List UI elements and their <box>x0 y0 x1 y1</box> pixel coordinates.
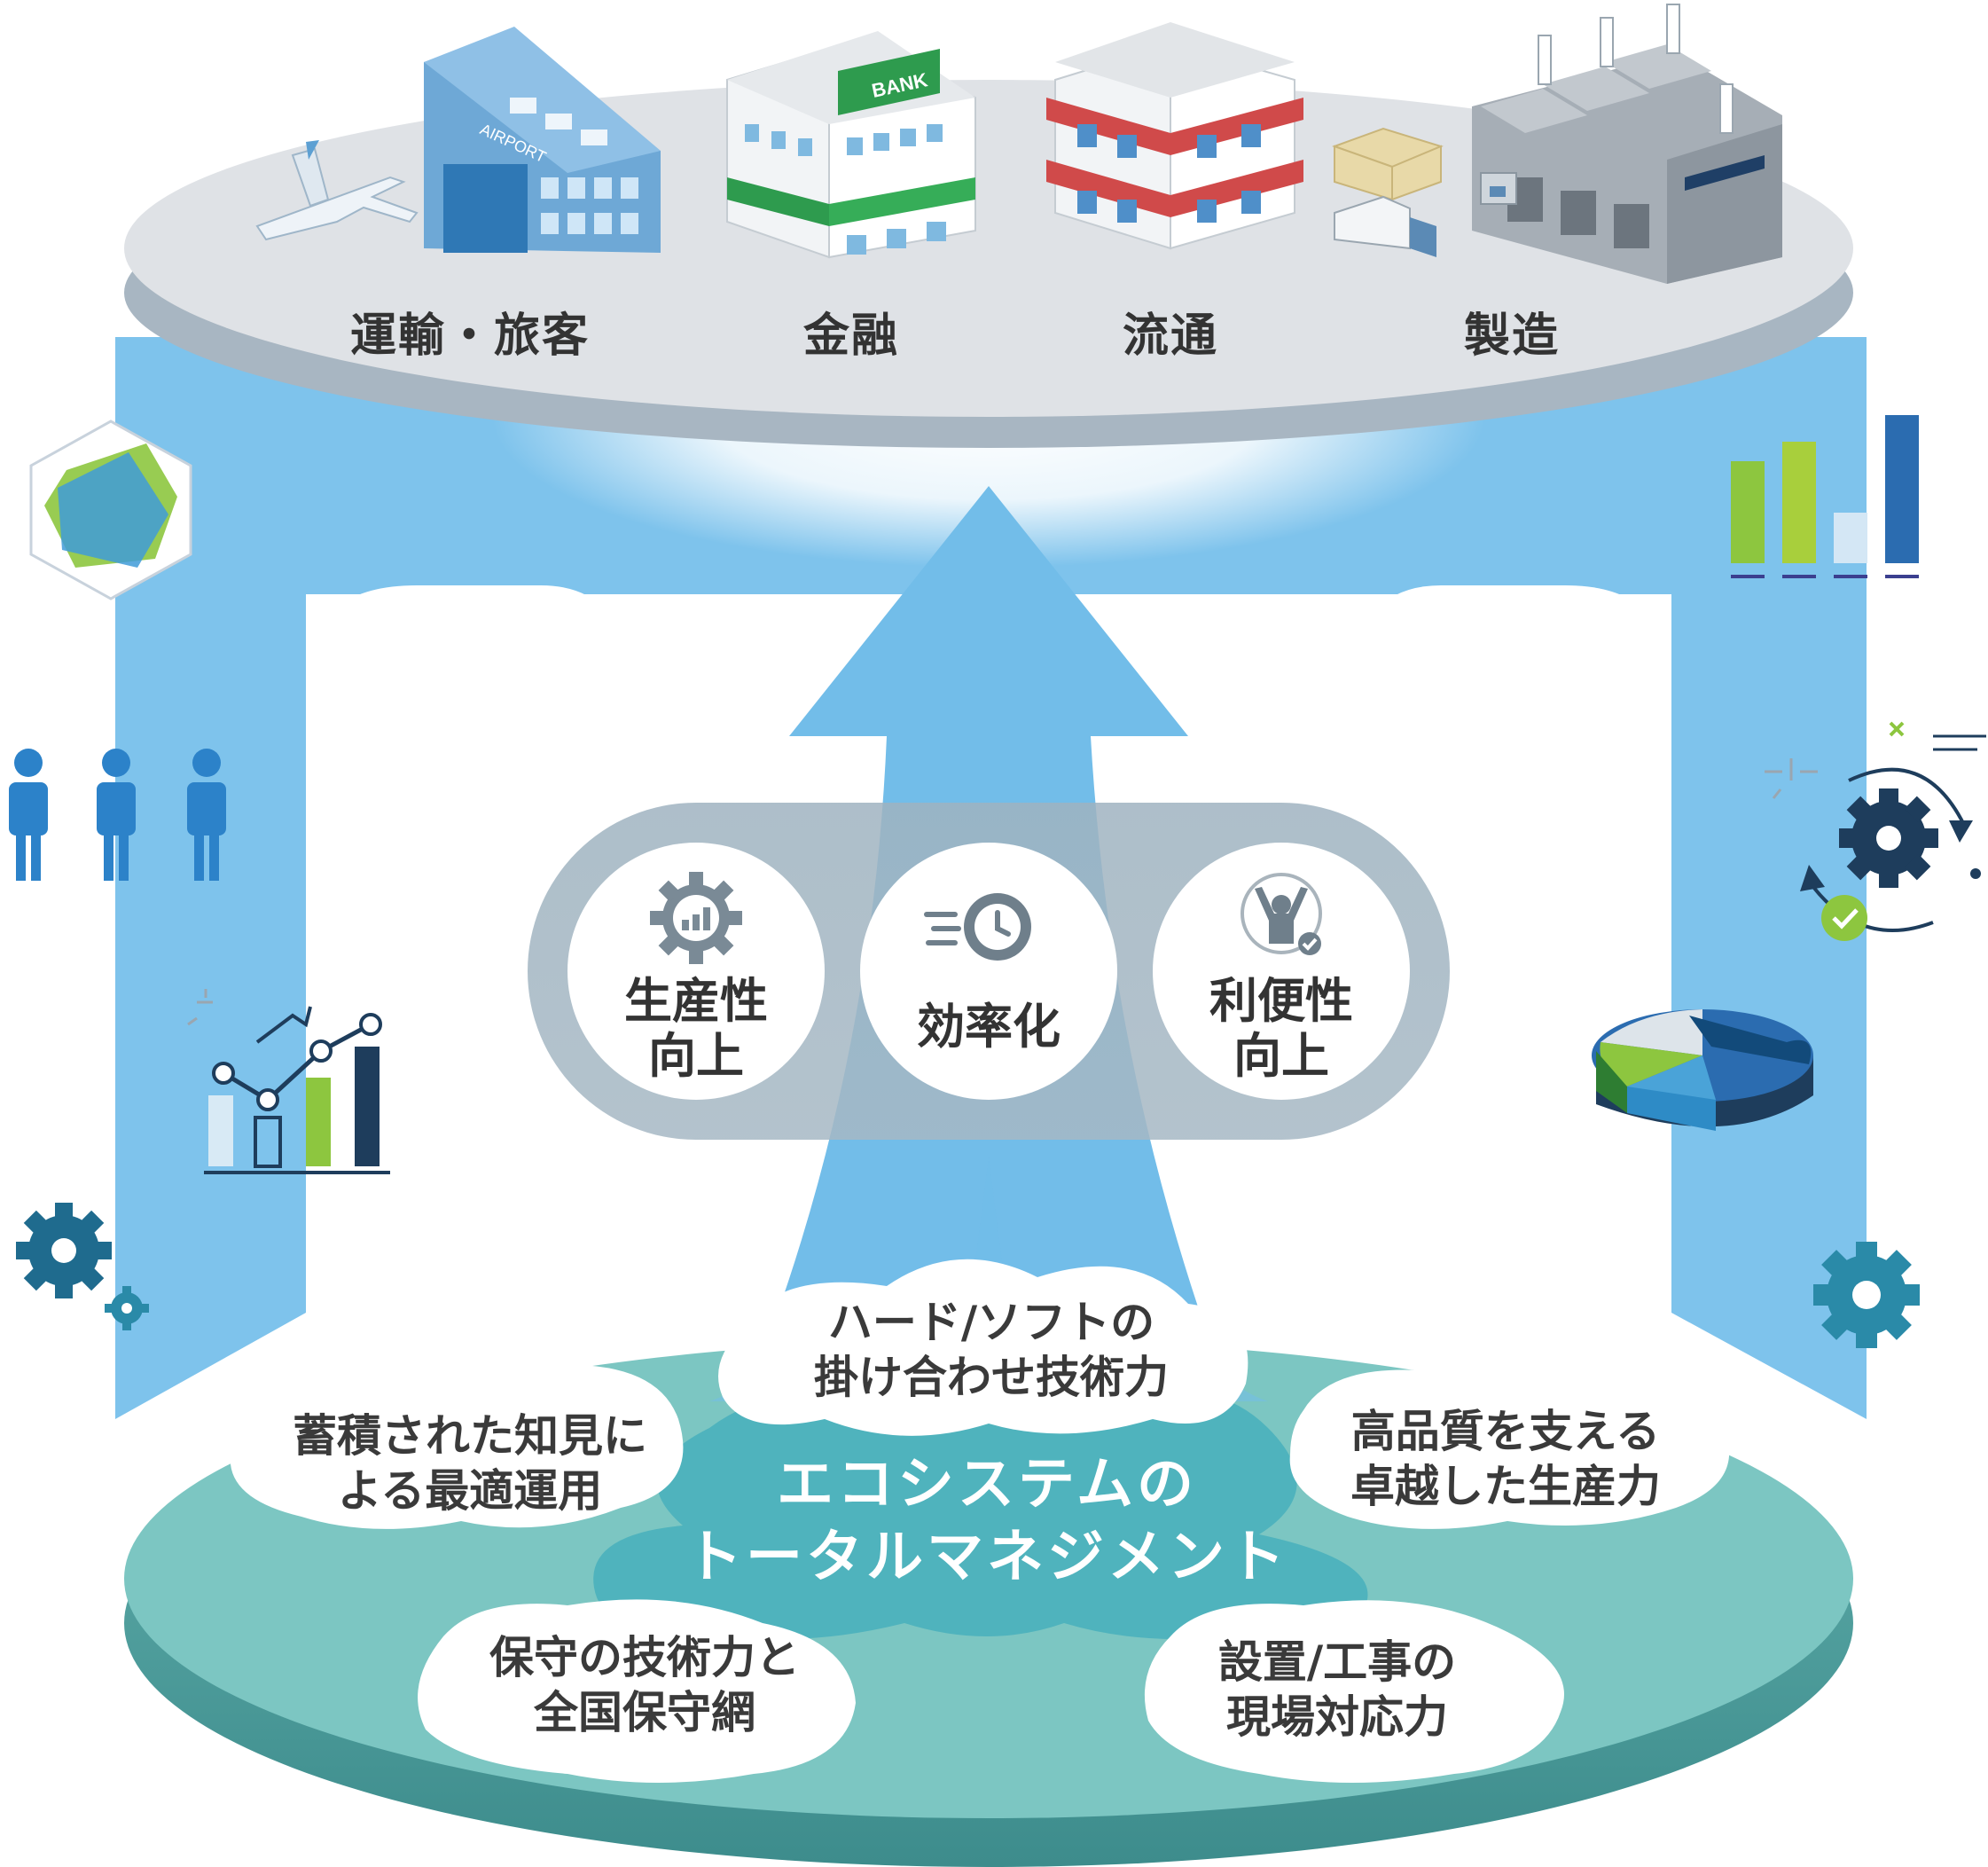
gear-icon <box>1813 1242 1920 1348</box>
factory-icon <box>1332 4 1782 284</box>
strength-accumulated-knowledge-line2: よる最適運用 <box>337 1465 603 1517</box>
benefit-convenience-line2: 向上 <box>1233 1028 1329 1084</box>
strength-accumulated-knowledge: 蓄積された知見に よる最適運用 <box>293 1408 647 1518</box>
benefit-convenience-line1: 利便性 <box>1209 973 1353 1029</box>
gears-icon <box>16 1203 149 1330</box>
store-icon <box>1046 22 1303 250</box>
forklift-truck-icon <box>1480 172 1517 205</box>
productivity-gear-icon <box>650 872 742 964</box>
happy-user-icon <box>1241 873 1322 955</box>
strength-onsite-installation-line1: 設置/工事の <box>1217 1636 1457 1688</box>
industry-label-distribution: 流通 <box>1122 310 1219 363</box>
radar-chart-icon <box>29 420 192 600</box>
bar-chart-icon <box>1731 415 1921 578</box>
truck-icon <box>1334 195 1436 257</box>
people-icon <box>9 749 226 881</box>
core-title: エコシステムの トータルマネジメント <box>685 1448 1288 1594</box>
pie-chart-icon <box>1592 1009 1813 1131</box>
process-cycle-icon <box>1765 721 1986 941</box>
strength-onsite-installation: 設置/工事の 現場対応力 <box>1218 1635 1456 1745</box>
strength-clouds <box>229 1259 1730 1783</box>
speed-clock-icon <box>924 893 1031 961</box>
benefit-productivity: 生産性 向上 <box>624 974 768 1084</box>
strength-hardware-software-line2: 掛け合わせ技術力 <box>814 1352 1169 1403</box>
industry-label-manufacturing: 製造 <box>1463 310 1561 363</box>
benefit-productivity-line1: 生産性 <box>624 973 768 1029</box>
core-title-line2: トータルマネジメント <box>685 1525 1288 1590</box>
strength-maintenance-network-line1: 保守の技術力と <box>489 1632 800 1683</box>
benefits-pill <box>528 803 1450 1140</box>
strength-production-capacity-line1: 高品質を支える <box>1350 1406 1661 1457</box>
core-title-line1: エコシステムの <box>776 1452 1198 1518</box>
benefit-efficiency: 効率化 <box>917 1000 1061 1055</box>
industry-label-transport: 運輸・旅客 <box>349 310 591 363</box>
strength-maintenance-network-line2: 全国保守網 <box>534 1687 755 1738</box>
airport-icon: AIRPORT <box>255 27 661 253</box>
strength-maintenance-network: 保守の技術力と 全国保守網 <box>489 1630 800 1740</box>
strength-onsite-installation-line2: 現場対応力 <box>1225 1691 1448 1743</box>
industry-label-finance: 金融 <box>802 310 900 363</box>
benefit-efficiency-line1: 効率化 <box>917 999 1061 1055</box>
strength-accumulated-knowledge-line1: 蓄積された知見に <box>293 1410 647 1462</box>
benefit-productivity-line2: 向上 <box>648 1028 744 1084</box>
growth-chart-icon <box>187 989 390 1174</box>
bank-icon: BANK <box>726 31 976 259</box>
strength-production-capacity-line2: 卓越した生産力 <box>1350 1461 1661 1512</box>
strength-hardware-software-line1: ハード/ソフトの <box>827 1297 1155 1348</box>
benefit-convenience: 利便性 向上 <box>1209 974 1353 1084</box>
strength-hardware-software: ハード/ソフトの 掛け合わせ技術力 <box>814 1295 1169 1405</box>
strength-production-capacity: 高品質を支える 卓越した生産力 <box>1350 1404 1661 1514</box>
